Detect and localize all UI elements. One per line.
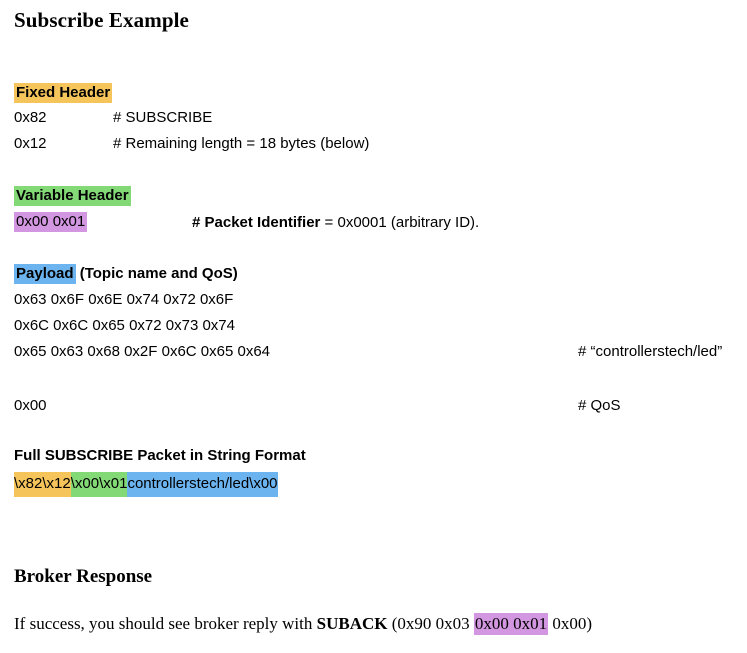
- fixed-header-row-0-hex: 0x82: [14, 109, 47, 126]
- fixed-header-row-1-comment: # Remaining length = 18 bytes (below): [113, 135, 370, 152]
- variable-header-comment: # Packet Identifier = 0x0001 (arbitrary …: [192, 213, 479, 233]
- payload-row-2-comment: # “controllerstech/led”: [578, 343, 723, 360]
- broker-response-text-before: If success, you should see broker reply …: [14, 614, 317, 633]
- variable-header-label: Variable Header: [14, 186, 131, 206]
- packet-string-value: \x82\x12\x00\x01controllerstech/led\x00: [14, 472, 278, 497]
- payload-row-2-hex: 0x65 0x63 0x68 0x2F 0x6C 0x65 0x64: [14, 343, 271, 360]
- payload-label: Payload (Topic name and QoS): [14, 264, 238, 284]
- variable-header-label-text: Variable Header: [14, 186, 131, 206]
- broker-response-text-mid: (0x90 0x03: [387, 614, 474, 633]
- broker-response-suback-keyword: SUBACK: [316, 614, 388, 633]
- packet-string-segment-fixed-header: \x82\x12: [14, 472, 71, 497]
- page-title: Subscribe Example: [14, 8, 189, 32]
- packet-string-segment-payload: controllerstech/led\x00: [127, 472, 278, 497]
- broker-response-title: Broker Response: [14, 566, 153, 587]
- variable-header-bytes: 0x00 0x01: [14, 212, 88, 232]
- broker-response-packet-identifier: 0x00 0x01: [473, 613, 549, 635]
- packet-identifier-bytes: 0x00 0x01: [14, 212, 88, 232]
- payload-row-3-hex: 0x00: [14, 397, 47, 414]
- payload-label-rest: (Topic name and QoS): [75, 265, 238, 282]
- packet-identifier-comment-bold: # Packet Identifier: [192, 214, 321, 231]
- broker-response-text-after: 0x00): [548, 614, 593, 633]
- packet-string-segment-variable-header: \x00\x01: [70, 472, 128, 497]
- payload-label-text: Payload: [14, 264, 76, 284]
- payload-row-3-comment: # QoS: [578, 397, 621, 414]
- payload-row-1-hex: 0x6C 0x6C 0x65 0x72 0x73 0x74: [14, 317, 235, 334]
- fixed-header-label: Fixed Header: [14, 83, 113, 103]
- fixed-header-row-0-comment: # SUBSCRIBE: [113, 109, 213, 126]
- broker-response-text: If success, you should see broker reply …: [14, 613, 592, 635]
- packet-identifier-comment-rest: = 0x0001 (arbitrary ID).: [320, 214, 480, 231]
- packet-string-label: Full SUBSCRIBE Packet in String Format: [14, 447, 306, 464]
- fixed-header-row-1-hex: 0x12: [14, 135, 47, 152]
- payload-row-0-hex: 0x63 0x6F 0x6E 0x74 0x72 0x6F: [14, 291, 234, 308]
- fixed-header-label-text: Fixed Header: [14, 83, 113, 103]
